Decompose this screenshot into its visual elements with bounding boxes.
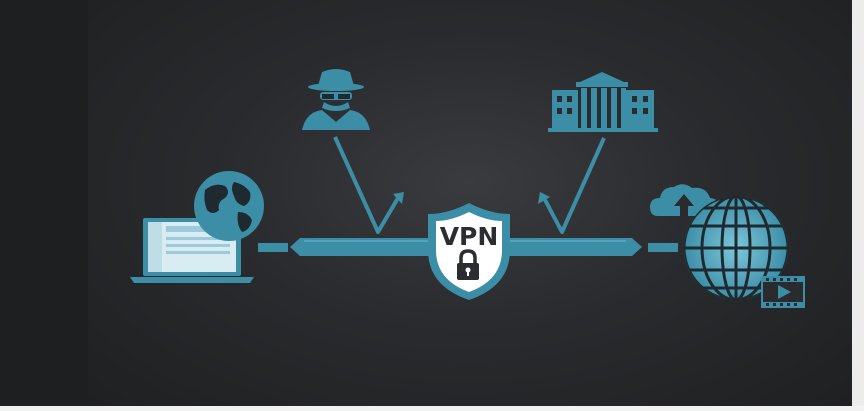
- shield-lock-icon: VPN: [428, 203, 510, 300]
- right-margin: [852, 0, 864, 411]
- video-play-icon: [761, 276, 805, 308]
- cloud-upload-icon: [650, 184, 720, 216]
- spy-intercept-arrow: [333, 136, 404, 234]
- bottom-margin: [0, 406, 864, 411]
- wireframe-globe-icon: [684, 196, 788, 300]
- government-intercept-arrow: [538, 137, 606, 234]
- spy-icon: [302, 69, 370, 130]
- globe-icon: [194, 171, 264, 241]
- vpn-label: VPN: [440, 222, 499, 251]
- government-building-icon: [548, 72, 658, 132]
